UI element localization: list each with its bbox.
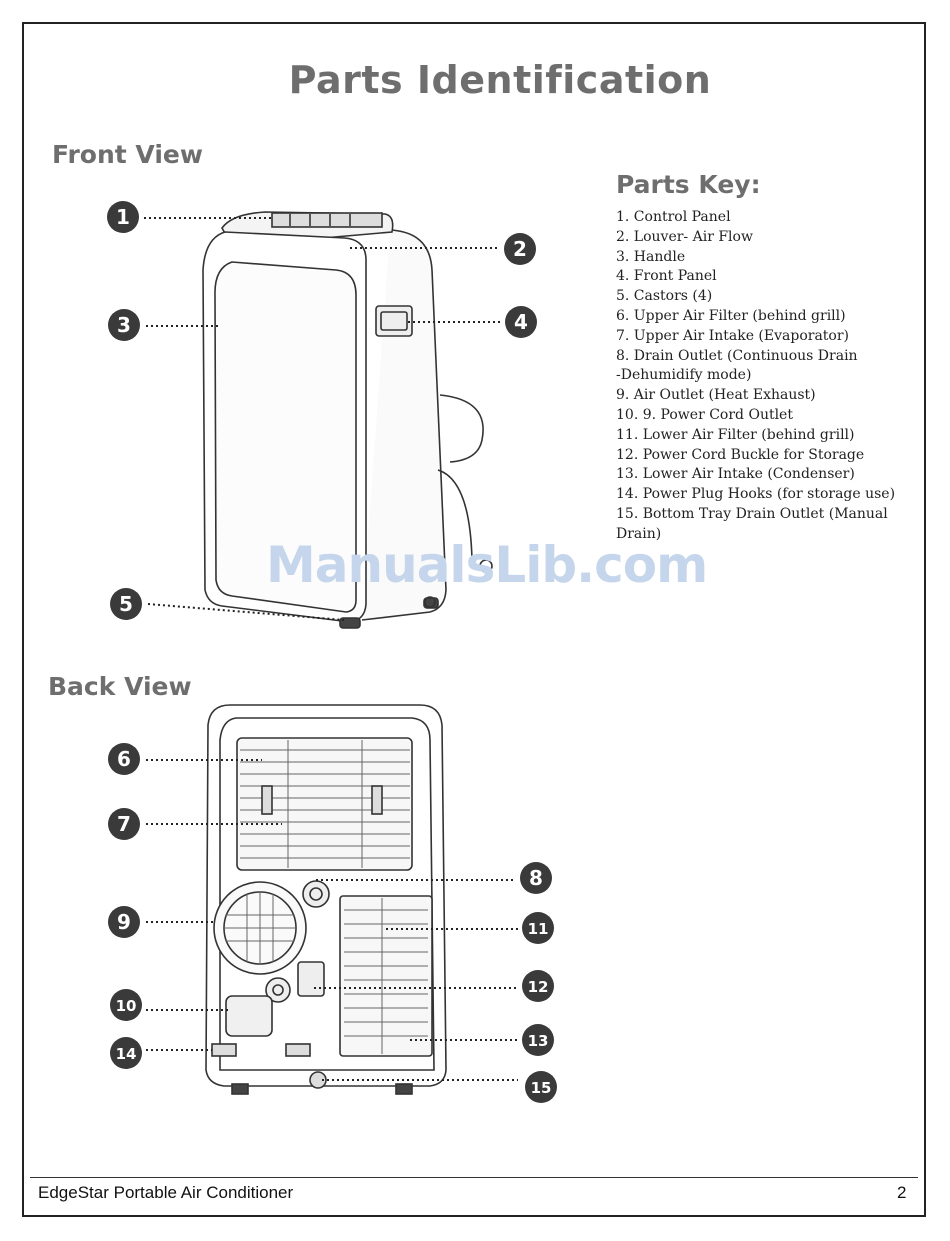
callout-7: 7 <box>108 808 140 840</box>
svg-text:13: 13 <box>528 1032 549 1050</box>
page-title: Parts Identification <box>288 58 712 102</box>
callout-11: 11 <box>522 912 554 944</box>
svg-text:1: 1 <box>116 205 130 229</box>
svg-text:8: 8 <box>529 866 543 890</box>
parts-key-item: 13. Lower Air Intake (Condenser) <box>616 466 855 483</box>
callout-14: 14 <box>110 1037 142 1069</box>
parts-key-item: 15. Bottom Tray Drain Outlet (Manual <box>616 505 888 522</box>
parts-key-list: 1. Control Panel 2. Louver- Air Flow 3. … <box>616 208 906 545</box>
svg-text:10: 10 <box>116 997 137 1015</box>
svg-text:7: 7 <box>117 812 131 836</box>
front-view-illustration: 1 2 3 4 5 <box>107 201 537 629</box>
callout-13: 13 <box>522 1024 554 1056</box>
callout-8: 8 <box>520 862 552 894</box>
svg-text:14: 14 <box>116 1045 137 1063</box>
svg-text:3: 3 <box>117 313 131 337</box>
callout-4: 4 <box>505 306 537 338</box>
footer-page-number: 2 <box>897 1183 907 1202</box>
callout-1: 1 <box>107 201 139 233</box>
svg-text:15: 15 <box>531 1079 552 1097</box>
page-border <box>22 22 926 1217</box>
svg-text:6: 6 <box>117 747 131 771</box>
svg-text:11: 11 <box>528 920 549 938</box>
parts-key-heading: Parts Key: <box>616 170 761 199</box>
footer-product-name: EdgeStar Portable Air Conditioner <box>38 1183 294 1202</box>
parts-key-item: 1. Control Panel <box>616 209 731 225</box>
parts-key-item: Drain) <box>616 525 662 542</box>
parts-key-item: 8. Drain Outlet (Continuous Drain <box>616 347 858 364</box>
parts-key-item: 2. Louver- Air Flow <box>616 228 753 245</box>
parts-key-item: 3. Handle <box>616 248 686 265</box>
parts-key-item: 11. Lower Air Filter (behind grill) <box>616 426 855 443</box>
back-view-illustration: 6 7 8 9 10 11 12 13 14 15 <box>108 704 557 1103</box>
parts-key-item: 6. Upper Air Filter (behind grill) <box>616 307 846 324</box>
parts-key-item: 4. Front Panel <box>616 268 717 285</box>
parts-key-item: 7. Upper Air Intake (Evaporator) <box>616 327 850 344</box>
svg-text:12: 12 <box>528 978 549 996</box>
watermark: ManualsLib.com <box>266 536 708 594</box>
parts-key-item: 5. Castors (4) <box>616 288 713 305</box>
front-view-heading: Front View <box>52 140 203 169</box>
parts-key-item: 12. Power Cord Buckle for Storage <box>616 446 865 463</box>
svg-text:4: 4 <box>514 310 528 334</box>
parts-key-item: 10. 9. Power Cord Outlet <box>616 406 793 423</box>
callout-3: 3 <box>108 309 140 341</box>
callout-6: 6 <box>108 743 140 775</box>
footer-divider <box>30 1177 918 1178</box>
callout-5: 5 <box>110 588 142 620</box>
svg-text:9: 9 <box>117 910 131 934</box>
parts-key-item: 9. Air Outlet (Heat Exhaust) <box>616 387 816 404</box>
callout-15: 15 <box>525 1071 557 1103</box>
callout-10: 10 <box>110 989 142 1021</box>
callout-12: 12 <box>522 970 554 1002</box>
svg-text:2: 2 <box>513 237 527 261</box>
parts-key-item: 14. Power Plug Hooks (for storage use) <box>616 486 896 503</box>
back-view-heading: Back View <box>48 672 192 701</box>
callout-2: 2 <box>504 233 536 265</box>
parts-key-item: -Dehumidify mode) <box>616 367 752 384</box>
callout-9: 9 <box>108 906 140 938</box>
svg-text:5: 5 <box>119 592 133 616</box>
